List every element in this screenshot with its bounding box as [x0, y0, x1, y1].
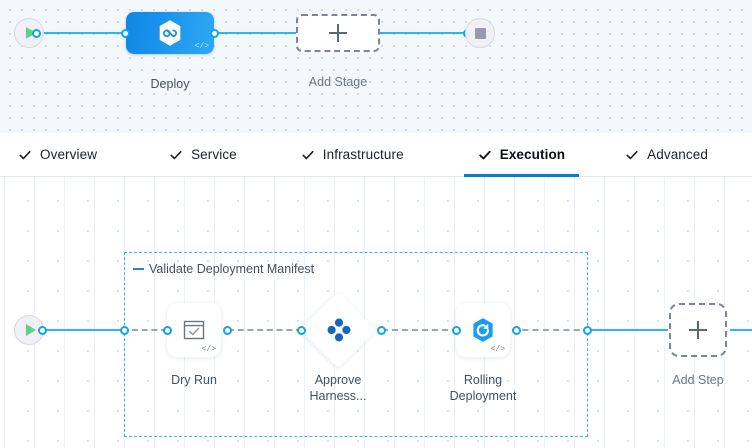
tab-label-overview: Overview — [40, 147, 98, 162]
add-step-button[interactable] — [669, 303, 727, 357]
stage-canvas[interactable]: </> Deploy Add Stage — [0, 0, 752, 133]
approve-output-port[interactable] — [377, 326, 386, 335]
tab-infrastructure[interactable]: Infrastructure — [297, 133, 408, 177]
check-icon — [19, 150, 31, 159]
dry-run-output-port[interactable] — [223, 326, 232, 335]
tab-label-advanced: Advanced — [647, 147, 708, 162]
wire-start-to-deploy — [34, 32, 126, 34]
add-stage-button[interactable] — [296, 14, 380, 52]
group-entry-port[interactable] — [120, 326, 129, 335]
plus-icon — [329, 24, 347, 42]
add-step-label: Add Step — [672, 373, 724, 387]
check-icon — [626, 150, 638, 159]
tab-label-infrastructure: Infrastructure — [322, 147, 404, 162]
rolling-deployment-hexagon-icon — [473, 318, 493, 342]
group-exit-port[interactable] — [583, 326, 592, 335]
deploy-output-port[interactable] — [210, 29, 219, 38]
rolling-output-port[interactable] — [512, 326, 521, 335]
tab-service[interactable]: Service — [165, 133, 241, 177]
harness-infinity-hexagon-icon — [159, 20, 181, 46]
dry-run-input-port[interactable] — [163, 326, 172, 335]
execution-canvas[interactable]: Validate Deployment Manifest </> Dry Run — [0, 177, 752, 448]
tab-advanced[interactable]: Advanced — [621, 133, 712, 177]
stage-tab-bar[interactable]: Overview Service Infrastructure Executio… — [0, 133, 752, 177]
dry-run-code-glyph[interactable]: </> — [201, 345, 216, 354]
wire-deploy-to-addstage — [215, 32, 303, 34]
check-icon — [170, 150, 182, 159]
step-group-header[interactable]: Validate Deployment Manifest — [133, 262, 314, 276]
harness-approval-clover-icon — [327, 318, 351, 342]
checkbox-window-icon — [183, 320, 205, 340]
wire-approve-to-rolling — [382, 329, 458, 331]
execution-start-node[interactable] — [14, 315, 44, 345]
tab-label-execution: Execution — [499, 147, 566, 162]
wire-start-to-group — [40, 329, 128, 331]
pipeline-end-node[interactable] — [465, 18, 495, 48]
rolling-deployment-code-glyph[interactable]: </> — [490, 345, 505, 354]
wire-addstep-to-right-edge — [730, 329, 752, 331]
stage-node-deploy[interactable]: </> — [126, 12, 214, 54]
stop-icon — [474, 27, 486, 39]
approve-input-port[interactable] — [297, 326, 306, 335]
step-label-approve-harness: Approve Harness... — [309, 373, 367, 403]
play-icon — [25, 27, 36, 39]
approve-icon-wrap — [325, 316, 353, 344]
wire-dryrun-to-approve — [228, 329, 302, 331]
check-icon — [302, 150, 314, 159]
add-stage-label: Add Stage — [308, 75, 368, 89]
wire-rolling-to-group-exit — [512, 329, 590, 331]
rolling-input-port[interactable] — [452, 326, 461, 335]
tab-label-service: Service — [191, 147, 237, 162]
tab-overview[interactable]: Overview — [14, 133, 101, 177]
wire-addstage-to-end — [375, 32, 465, 34]
deploy-input-port[interactable] — [121, 29, 130, 38]
wire-group-to-addstep — [586, 329, 668, 331]
step-label-dry-run: Dry Run — [171, 373, 217, 387]
execution-start-output-port[interactable] — [38, 326, 47, 335]
tab-execution[interactable]: Execution — [463, 133, 580, 177]
stage-code-glyph[interactable]: </> — [194, 42, 209, 51]
step-label-rolling-deployment: Rolling Deployment — [449, 373, 517, 403]
start-output-port[interactable] — [32, 29, 41, 38]
step-node-rolling-deployment[interactable]: </> — [456, 303, 510, 357]
step-group-validate-deployment-manifest[interactable] — [124, 252, 588, 437]
plus-icon — [689, 321, 707, 339]
check-icon — [478, 150, 491, 159]
minus-icon[interactable] — [133, 268, 144, 270]
step-node-dry-run[interactable]: </> — [167, 303, 221, 357]
step-group-title: Validate Deployment Manifest — [149, 262, 315, 276]
play-icon — [25, 324, 36, 336]
stage-label-deploy: Deploy — [150, 77, 190, 91]
